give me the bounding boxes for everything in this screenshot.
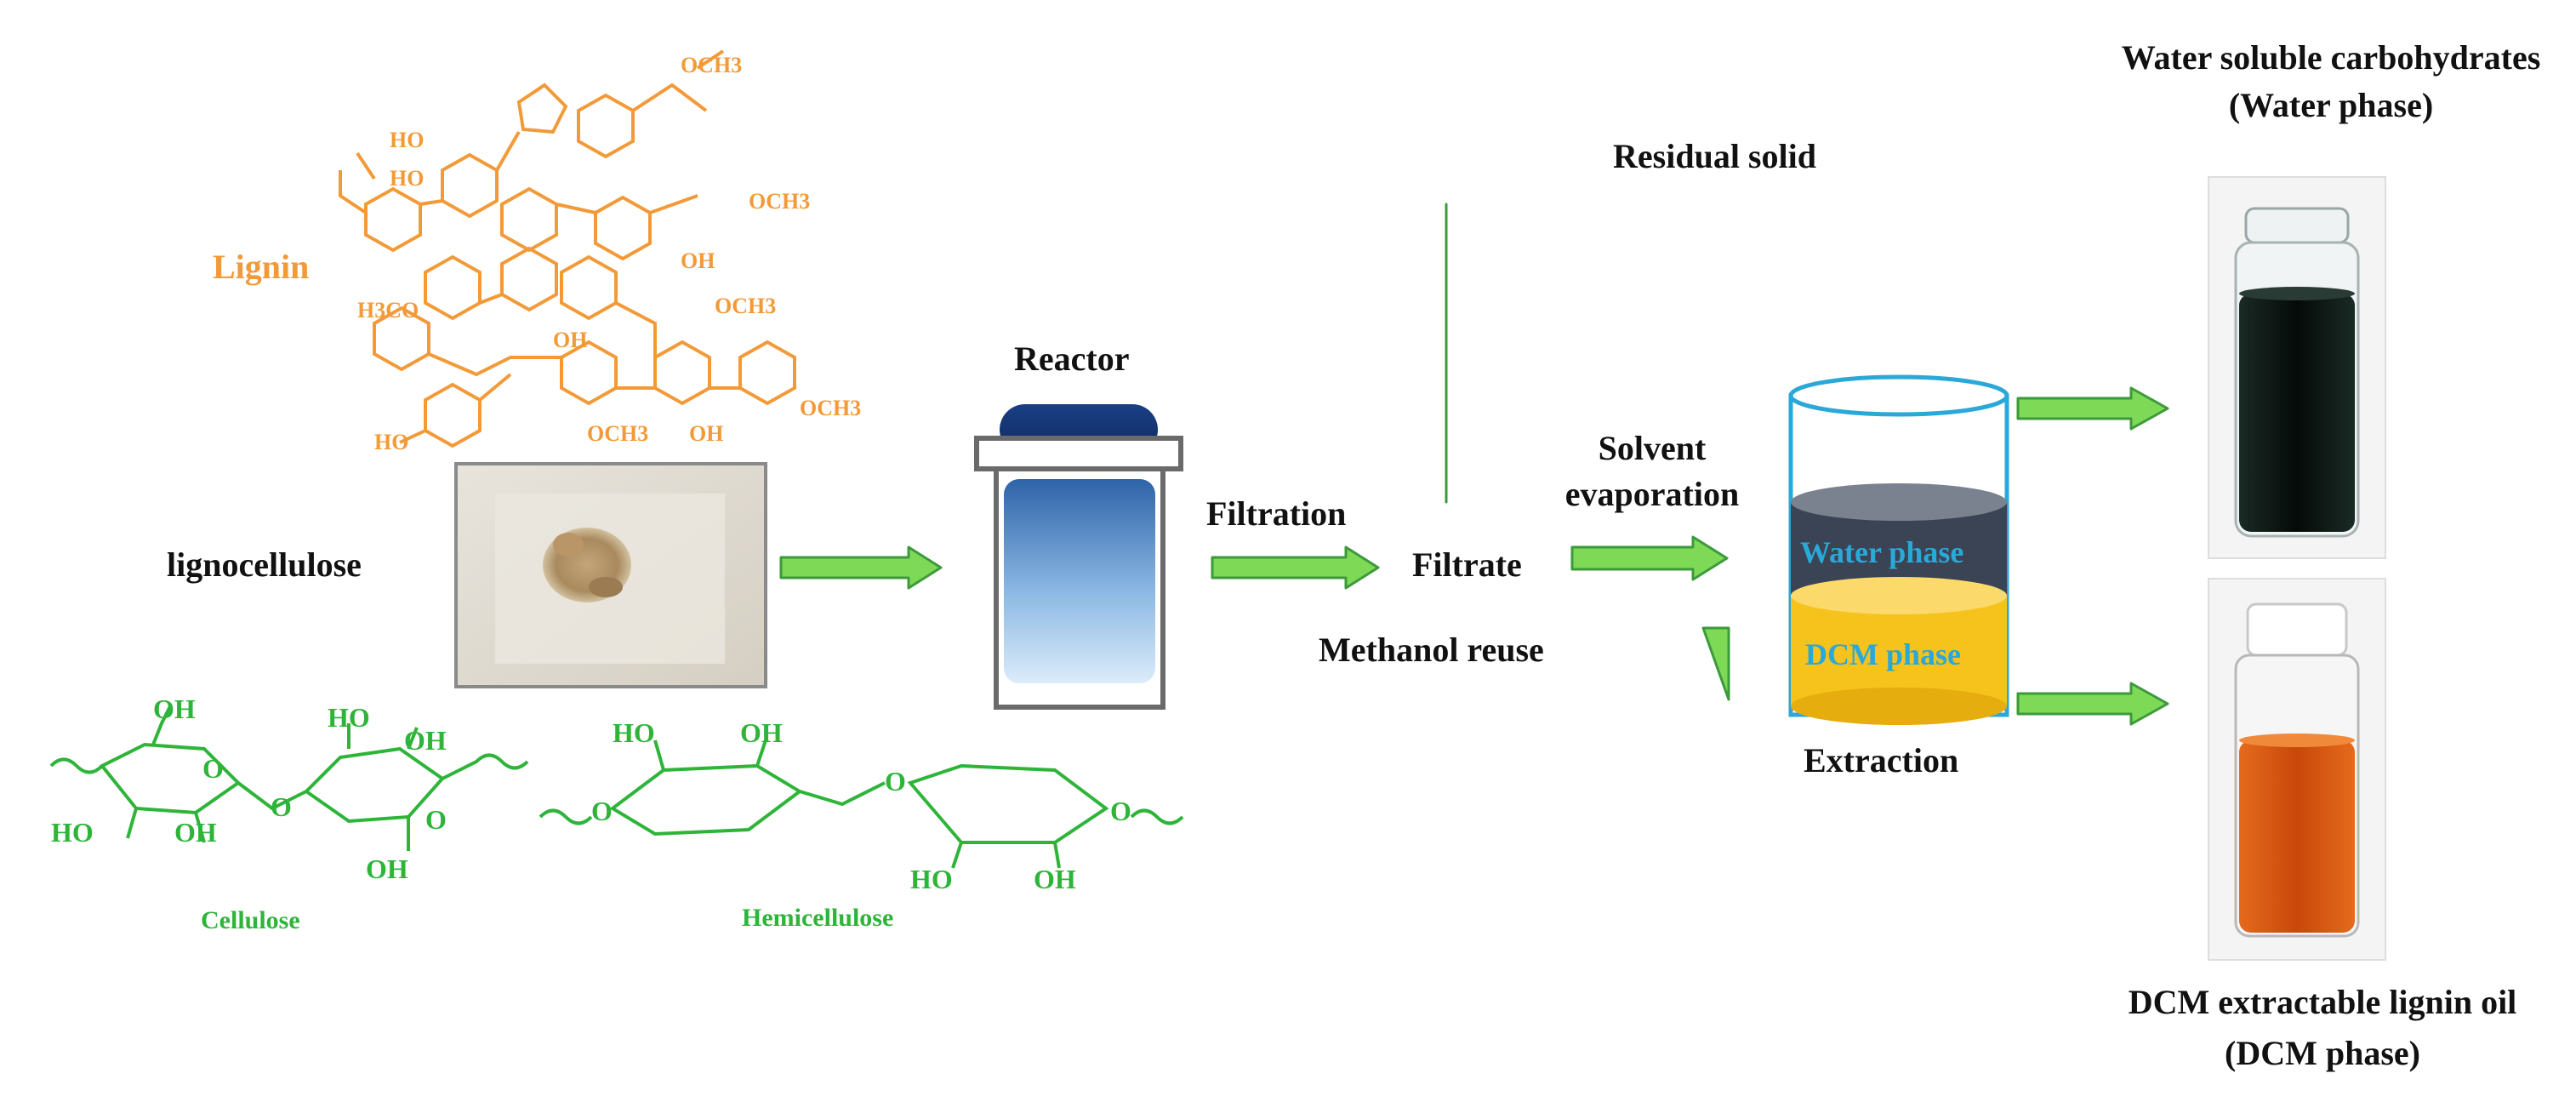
hemicellulose-ho-2: HO bbox=[910, 864, 953, 894]
water-phase-vial bbox=[2208, 176, 2386, 559]
hemicellulose-o-right: O bbox=[1110, 796, 1131, 826]
dcm-phase-vial bbox=[2208, 578, 2386, 961]
lignin-oh-2: OH bbox=[553, 328, 588, 352]
cellulose-oh-2: OH bbox=[174, 817, 217, 848]
cellulose-ho-1: HO bbox=[51, 817, 94, 848]
arrow-solvent-evaporation bbox=[1570, 535, 1729, 581]
extraction-label: Extraction bbox=[1804, 741, 1959, 779]
filtration-label: Filtration bbox=[1206, 494, 1347, 533]
hemicellulose-o-left: O bbox=[591, 796, 613, 826]
extraction-beaker bbox=[1788, 374, 2009, 725]
cellulose-o-bridge: O bbox=[271, 791, 292, 822]
cellulose-label: Cellulose bbox=[201, 906, 300, 934]
hemicellulose-label: Hemicellulose bbox=[742, 904, 894, 932]
cellulose-structure bbox=[49, 705, 529, 851]
lignin-och3-top: OCH3 bbox=[681, 53, 743, 77]
lignin-label: Lignin bbox=[213, 248, 310, 286]
lignin-och3-right: OCH3 bbox=[749, 189, 811, 214]
lignin-ho-3: HO bbox=[374, 430, 409, 454]
lignin-ho-1: HO bbox=[390, 128, 425, 152]
hemicellulose-o-bridge: O bbox=[885, 766, 906, 796]
lignin-och3-bottom: OCH3 bbox=[587, 421, 649, 446]
hemicellulose-structure bbox=[539, 739, 1184, 869]
cellulose-oh-3: OH bbox=[404, 725, 447, 756]
lignin-h3co: H3CO bbox=[357, 298, 419, 323]
arrow-to-water-vial bbox=[2016, 386, 2169, 431]
cellulose-oh-1: OH bbox=[153, 694, 196, 724]
reactor-label: Reactor bbox=[1014, 340, 1130, 378]
water-phase-label: Water phase bbox=[1800, 535, 1964, 569]
water-product-label: Water soluble carbohydrates (Water phase… bbox=[2121, 38, 2541, 124]
cellulose-ho-2: HO bbox=[328, 702, 370, 733]
reactor-vessel bbox=[974, 404, 1183, 710]
lignocellulose-photo bbox=[454, 462, 767, 688]
dcm-phase-label: DCM phase bbox=[1805, 637, 1962, 671]
filtrate-label: Filtrate bbox=[1412, 545, 1522, 584]
arrow-methanol-reuse bbox=[1701, 626, 1730, 701]
methanol-reuse-label: Methanol reuse bbox=[1319, 631, 1544, 669]
arrow-lignocellulose-to-reactor bbox=[779, 545, 943, 590]
lignin-structure bbox=[339, 49, 796, 448]
hemicellulose-oh-1: OH bbox=[740, 717, 783, 748]
hemicellulose-ho-1: HO bbox=[613, 717, 655, 748]
cellulose-o-ring1: O bbox=[202, 753, 224, 784]
solvent-evaporation-label: Solvent evaporation bbox=[1564, 429, 1740, 513]
arrow-to-dcm-vial bbox=[2016, 682, 2169, 726]
lignin-och3-right2: OCH3 bbox=[800, 396, 862, 420]
process-arrows bbox=[779, 203, 2169, 726]
residual-solid-label: Residual solid bbox=[1613, 137, 1816, 175]
hemicellulose-oh-2: OH bbox=[1034, 864, 1076, 894]
cellulose-o-ring2: O bbox=[425, 804, 447, 835]
cellulose-oh-4: OH bbox=[366, 854, 408, 884]
dcm-product-label: DCM extractable lignin oil (DCM phase) bbox=[2128, 983, 2517, 1072]
lignin-och3-mid: OCH3 bbox=[715, 294, 777, 318]
arrow-filtration bbox=[1211, 545, 1380, 590]
lignocellulose-label: lignocellulose bbox=[167, 545, 362, 584]
lignin-oh-1: OH bbox=[681, 248, 715, 273]
lignin-ho-2: HO bbox=[390, 166, 425, 191]
lignin-oh-3: OH bbox=[689, 421, 724, 446]
